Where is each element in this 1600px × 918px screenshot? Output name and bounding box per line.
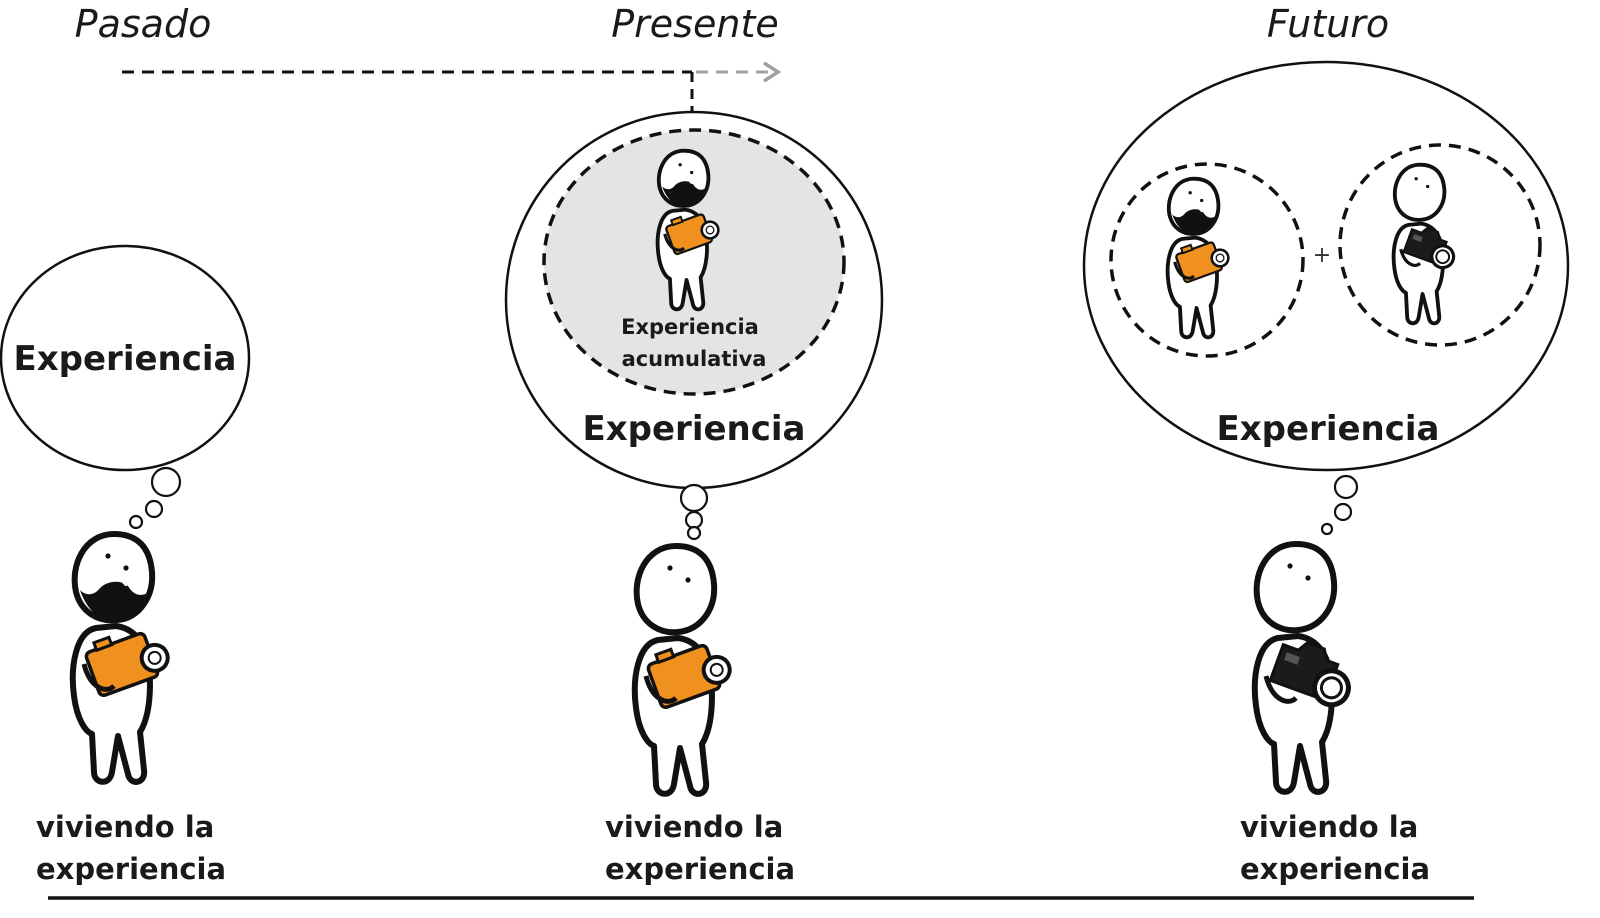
past-section: Experiencia viviendo la experiencia <box>0 244 251 886</box>
present-person-with-camera-icon <box>635 546 735 794</box>
future-person-with-dslr-icon <box>1255 544 1359 792</box>
future-caption-line1: viviendo la <box>1240 810 1418 844</box>
period-label-present: Presente <box>611 2 778 46</box>
future-bubble-label: Experiencia <box>1217 409 1440 449</box>
thought-dot <box>686 525 702 541</box>
thought-dot <box>684 510 704 530</box>
present-inner-label-line2: acumulativa <box>622 347 767 371</box>
future-caption-line2: experiencia <box>1240 852 1430 886</box>
past-person-bearded-with-camera-icon <box>73 534 173 782</box>
present-inner-label-line1: Experiencia <box>621 315 759 339</box>
period-label-past: Pasado <box>75 2 212 46</box>
future-section: + Experiencia viviendo la experiencia <box>1082 60 1570 886</box>
past-bubble-label: Experiencia <box>14 339 237 379</box>
present-caption-line1: viviendo la <box>605 810 783 844</box>
thought-dot <box>1320 522 1334 536</box>
thought-dot <box>1333 502 1353 522</box>
present-bubble-label: Experiencia <box>583 409 806 449</box>
present-caption-line2: experiencia <box>605 852 795 886</box>
present-section: Experiencia acumulativa Experiencia vivi… <box>504 110 884 886</box>
thought-dot <box>144 499 164 519</box>
past-thought-bubble <box>0 244 251 472</box>
past-caption-line2: experiencia <box>36 852 226 886</box>
period-label-future: Futuro <box>1267 2 1389 46</box>
thought-dot <box>1333 474 1359 500</box>
thought-dot <box>150 466 182 498</box>
timeline-arrowhead-icon <box>763 61 782 83</box>
thought-dot <box>679 483 709 513</box>
thought-dot <box>128 514 144 530</box>
past-caption-line1: viviendo la <box>36 810 214 844</box>
plus-sign: + <box>1313 243 1331 268</box>
